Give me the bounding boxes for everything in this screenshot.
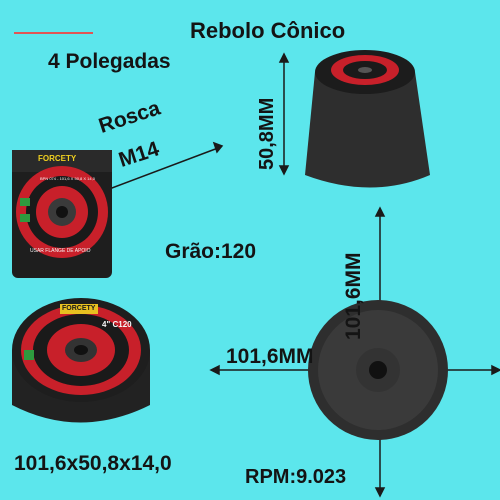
brand-mark-bottom: FORCETY (62, 305, 96, 312)
bottom-wheel-image (308, 300, 448, 440)
size-label: 4 Polegadas (48, 50, 171, 73)
label-wheel-image (12, 298, 150, 423)
height-vertical-label: 101,6MM (342, 252, 365, 340)
grit-code-mark: 4" C120 (102, 320, 132, 329)
width-horizontal-label: 101,6MM (226, 345, 314, 368)
product-title: Rebolo Cônico (190, 18, 346, 43)
spec-note: BPN 074 - 101,6 X 50,8 X 14,0 (40, 176, 95, 181)
dimensions-label: 101,6x50,8x14,0 (14, 452, 172, 475)
rpm-label: RPM:9.023 (245, 466, 347, 488)
thread-wheel-image (12, 150, 112, 278)
brand-mark: FORCETY (38, 154, 77, 163)
cone-wheel-image (305, 50, 430, 188)
height-top-label: 50,8MM (256, 97, 278, 170)
flange-note: USAR FLANGE DE APOIO (30, 248, 91, 254)
grit-label: Grão:120 (165, 240, 257, 263)
height-arrow-top (278, 52, 290, 176)
